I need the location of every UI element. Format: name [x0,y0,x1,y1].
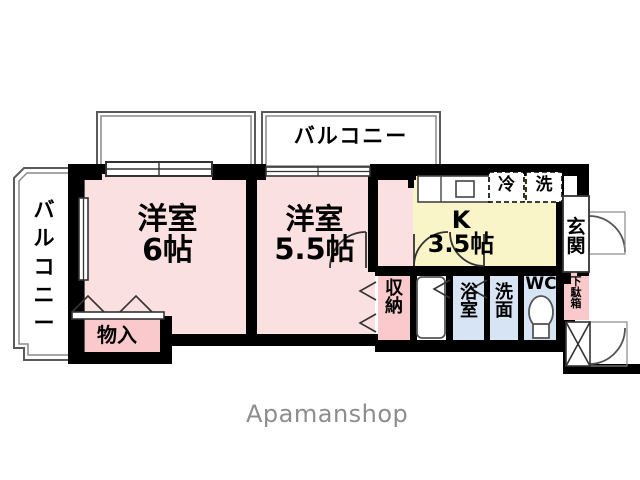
balcony-top [96,111,441,171]
door-entry-outer [588,321,628,367]
label-washer-slot: 洗 [535,175,553,195]
appliance-slots [488,171,563,203]
label-closet-shuno: 収納 [385,278,403,317]
room-fill-bath [452,275,485,340]
label-kitchen: K 3.5帖 [418,208,504,257]
label-entrance: 玄関 [566,216,586,257]
label-washitsu-left-name: 洋室 [137,202,198,237]
label-shoe-cabinet: 下駄箱 [570,275,582,310]
room-fill-washbasin [489,275,519,340]
label-balcony-left: バルコニー [33,198,55,336]
label-washitsu-right-size: 5.5帖 [274,231,355,266]
washer-slot [525,171,563,203]
closet-door-monoire [71,294,165,320]
label-washbasin: 洗面 [495,282,513,321]
label-refrigerator-slot: 冷 [498,175,515,195]
window-right-room [265,166,371,177]
label-washitsu-left: 洋室 6帖 [110,202,225,268]
label-kitchen-name: K [451,206,471,234]
door-kitchen-left [413,231,449,267]
closet-door-shuno [358,281,377,333]
door-bath [432,279,451,299]
window-left-balcony [78,197,89,281]
label-washitsu-right-name: 洋室 [285,202,344,236]
watermark-apamanshop: Apamanshop [246,400,409,428]
label-bath: 浴室 [460,282,478,321]
window-left-room [105,161,213,177]
entrance-box [562,195,590,273]
meter-box-icon [565,321,591,367]
label-balcony-top: バルコニー [293,124,409,148]
label-toilet: WC [525,274,557,294]
interior-walls [246,172,565,344]
door-kitchen-right [449,231,485,267]
toilet-bowl-icon [528,295,554,339]
door-washbasin [469,279,488,299]
room-fill-hall [375,172,413,272]
sink-icon [455,180,475,198]
room-fill-closet-shuno [378,272,410,340]
room-fill-washitsu-right [256,172,375,340]
bathtub-icon [416,276,446,339]
label-closet-monoire: 物入 [97,323,137,347]
door-entrance [588,211,626,255]
label-washitsu-left-size: 6帖 [142,232,193,268]
balcony-left [13,167,85,361]
door-washitsu-right [329,231,367,269]
label-washitsu-right: 洋室 5.5帖 [262,202,367,266]
label-kitchen-size: 3.5帖 [427,230,495,259]
refrigerator-slot [488,171,525,203]
kitchen-counter [417,175,491,203]
